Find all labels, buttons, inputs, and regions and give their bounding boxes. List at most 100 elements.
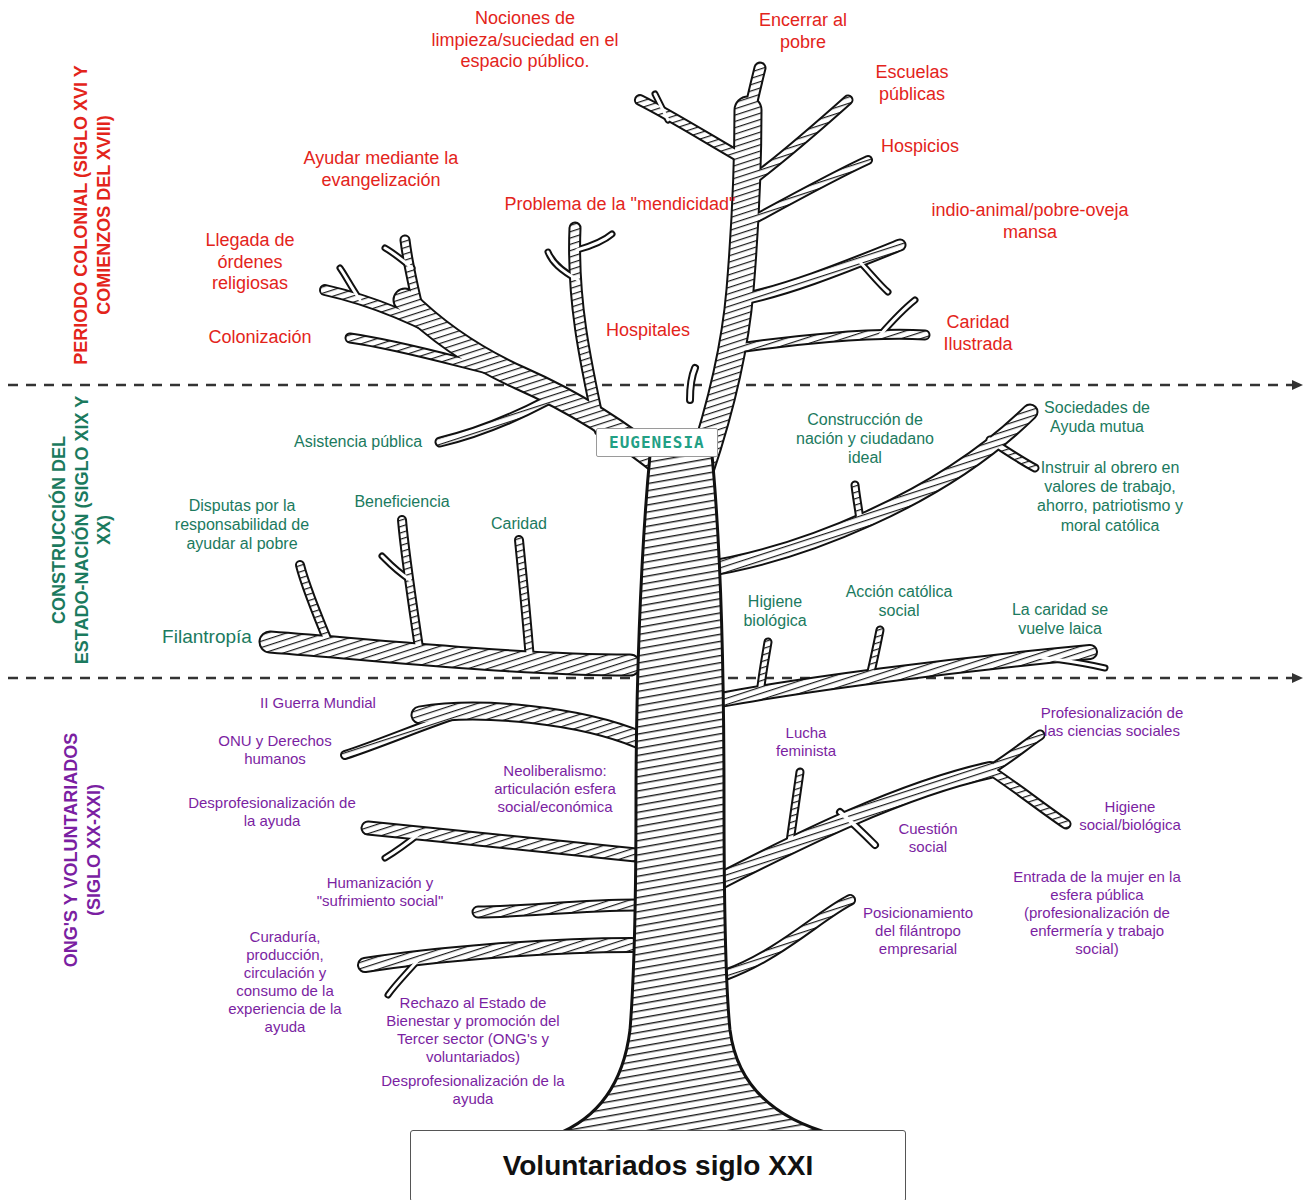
branch-fill (345, 710, 470, 755)
branch-outline (880, 300, 915, 335)
branch-outline (990, 735, 1040, 770)
branch-outline (855, 485, 860, 520)
branch-fill (690, 368, 695, 400)
branch-label: Asistencia pública (273, 432, 443, 451)
branch-label: Colonización (180, 327, 340, 349)
branch-fill (325, 290, 470, 350)
branch-fill (738, 245, 900, 300)
branch-fill (990, 770, 1066, 824)
branch-label: Acción católica social (834, 582, 964, 620)
branch-fill (855, 485, 860, 520)
branch-fill (744, 160, 868, 225)
period-label: CONSTRUCCIÓN DEL ESTADO-NACIÓN (SIGLO XI… (48, 395, 116, 665)
branch-fill (870, 630, 880, 676)
branch-fill (382, 556, 410, 580)
period-label: ONG'S Y VOLUNTARIADOS (SIGLO XX-XXI) (60, 700, 105, 1000)
branch-outline (860, 262, 888, 292)
branch-label: Desprofesionalización de la ayuda (378, 1072, 568, 1108)
branch-label: Beneficiencia (332, 492, 472, 511)
branch-fill (405, 240, 420, 315)
branch-fill (350, 338, 500, 372)
branch-label: Filantropía (142, 626, 272, 649)
branch-outline (478, 905, 636, 912)
branch-fill (575, 228, 600, 430)
branch-outline (640, 100, 745, 160)
period-label: PERIODO COLONIAL (SIGLO XVI Y COMIENZOS … (70, 65, 115, 365)
branch-outline (365, 945, 632, 965)
branch-label: indio-animal/pobre-oveja mansa (905, 200, 1155, 243)
branch-fill (402, 520, 420, 655)
branch-fill (746, 100, 848, 185)
branch-label: Encerrar al pobre (743, 10, 863, 53)
branch-label: Higiene social/biológica (1070, 798, 1190, 834)
branch-outline (440, 400, 548, 442)
branch-outline (720, 652, 1090, 700)
branch-label: Hospicios (860, 136, 980, 158)
branch-fill (720, 652, 1090, 700)
branch-label: Curaduría, producción, circulación y con… (215, 928, 355, 1036)
branch-fill (748, 68, 760, 120)
branch-label: Problema de la "mendicidad" (470, 194, 770, 216)
branch-label: Desprofesionalización de la ayuda (182, 794, 362, 830)
branch-label: ONU y Derechos humanos (200, 732, 350, 768)
branch-label: Humanización y "sufrimiento social" (295, 874, 465, 910)
branch-outline (738, 245, 900, 300)
branch-label: Caridad (469, 514, 569, 533)
root-title-box: Voluntariados siglo XXI (410, 1130, 906, 1200)
branch-outline (345, 710, 470, 755)
branch-fill (655, 94, 668, 120)
branch-outline (722, 770, 990, 880)
concept-box: EUGENESIA (596, 428, 718, 457)
branch-fill (548, 252, 578, 280)
branch-fill (700, 110, 748, 470)
branch-fill (388, 958, 420, 995)
branch-fill (725, 900, 850, 975)
branch-outline (990, 440, 1035, 468)
branch-fill (725, 334, 925, 350)
branch-fill (270, 642, 630, 665)
branch-fill (385, 833, 420, 858)
branch-fill (478, 905, 636, 912)
branch-fill (577, 234, 612, 250)
branch-outline (519, 540, 530, 660)
branch-fill (860, 262, 888, 292)
branch-label: Instruir al obrero en valores de trabajo… (1035, 458, 1185, 535)
branch-label: Neoliberalismo: articulación esfera soci… (480, 762, 630, 816)
branch-fill (990, 440, 1035, 468)
branch-label: Disputas por la responsabilidad de ayuda… (162, 496, 322, 554)
branch-fill (365, 945, 632, 965)
branch-outline (270, 642, 630, 665)
branch-outline (725, 334, 925, 350)
branch-fill (760, 642, 768, 695)
branch-fill (300, 565, 330, 646)
branch-fill (440, 400, 548, 442)
branch-label: Cuestión social (883, 820, 973, 856)
branch-fill (790, 772, 800, 842)
branch-outline (577, 234, 612, 250)
branch-label: Posicionamiento del filántropo empresari… (858, 904, 978, 958)
branch-fill (990, 735, 1040, 770)
branch-fill (385, 248, 412, 268)
branch-fill (640, 100, 745, 160)
branch-fill (340, 268, 360, 300)
branch-outline (790, 772, 800, 842)
branch-outline (725, 900, 850, 975)
branch-outline (300, 565, 330, 646)
branch-label: Construcción de nación y ciudadano ideal (785, 410, 945, 468)
branch-label: Rechazo al Estado de Bienestar y promoci… (378, 994, 568, 1066)
branch-fill (840, 812, 875, 845)
branch-label: Higiene biológica (725, 592, 825, 630)
branch-label: Hospitales (593, 320, 703, 342)
branch-label: Entrada de la mujer en la esfera pública… (1012, 868, 1182, 958)
branch-fill (722, 770, 990, 880)
branch-label: Llegada de órdenes religiosas (185, 230, 315, 295)
box-text: Voluntariados siglo XXI (503, 1150, 814, 1182)
branch-label: Profesionalización de las ciencias socia… (1037, 704, 1187, 740)
branch-label: La caridad se vuelve laica (995, 600, 1125, 638)
branch-label: Caridad Ilustrada (923, 312, 1033, 355)
branch-outline (690, 368, 695, 400)
branch-fill (519, 540, 530, 660)
branch-outline (700, 110, 748, 470)
branch-label: II Guerra Mundial (233, 694, 403, 712)
